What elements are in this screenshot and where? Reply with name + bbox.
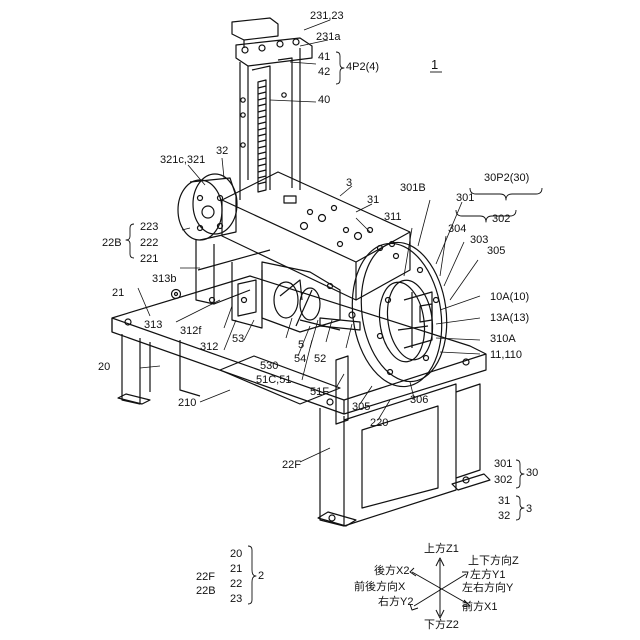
- legend-20: 20: [230, 549, 242, 560]
- label-41: 41: [318, 52, 330, 63]
- label-21: 21: [112, 288, 124, 299]
- label-31: 31: [367, 195, 379, 206]
- label-305-bottom: 305: [352, 402, 370, 413]
- label-40: 40: [318, 95, 330, 106]
- label-32: 32: [216, 146, 228, 157]
- axis-left-label: 左方Y1: [470, 570, 505, 581]
- label-304: 304: [448, 224, 466, 235]
- label-313: 313: [144, 320, 162, 331]
- label-311: 311: [384, 212, 402, 223]
- legend-2: 2: [258, 571, 264, 582]
- legend-22: 22: [230, 579, 242, 590]
- label-220: 220: [370, 418, 388, 429]
- tower-assembly: [232, 18, 312, 200]
- legend-21: 21: [230, 564, 242, 575]
- label-301: 301: [456, 193, 474, 204]
- axis-right-label: 右方Y2: [378, 597, 413, 608]
- label-310A: 310A: [490, 334, 516, 345]
- axis-back-label: 後方X2: [374, 566, 409, 577]
- legend-30: 30: [526, 468, 538, 479]
- label-30P2: 30P2(30): [484, 173, 529, 184]
- label-231a: 231a: [316, 32, 340, 43]
- legend-31: 31: [498, 496, 510, 507]
- legend-301: 301: [494, 459, 512, 470]
- label-42: 42: [318, 67, 330, 78]
- axis-down-label: 下方Z2: [424, 620, 459, 631]
- label-20: 20: [98, 362, 110, 373]
- label-54: 54: [294, 354, 306, 365]
- legend-22F: 22F: [196, 572, 215, 583]
- axis-up-label: 上方Z1: [424, 544, 459, 555]
- label-52: 52: [314, 354, 326, 365]
- legend-3: 3: [526, 504, 532, 515]
- label-301B: 301B: [400, 183, 426, 194]
- axis-updown-label: 上下方向Z: [468, 556, 519, 567]
- label-223: 223: [140, 222, 158, 233]
- label-231-23: 231,23: [310, 11, 344, 22]
- label-13A: 13A(13): [490, 313, 529, 324]
- gripper-assembly-5: [262, 262, 360, 332]
- label-51F: 51F: [310, 387, 329, 398]
- axis-front-label: 前方X1: [462, 602, 497, 613]
- rack-40: [258, 80, 266, 192]
- label-302: 302: [492, 214, 510, 225]
- label-312: 312: [200, 342, 218, 353]
- label-11-110: 11,110: [490, 350, 522, 361]
- label-305-top: 305: [487, 246, 505, 257]
- label-221: 221: [140, 254, 158, 265]
- legend-22B: 22B: [196, 586, 216, 597]
- label-312f: 312f: [180, 326, 201, 337]
- label-303: 303: [470, 235, 488, 246]
- label-53: 53: [232, 334, 244, 345]
- label-210: 210: [178, 398, 196, 409]
- label-313b: 313b: [152, 274, 176, 285]
- label-321c-321: 321c,321: [160, 155, 205, 166]
- side-bracket-313: [196, 240, 270, 328]
- label-10A: 10A(10): [490, 292, 529, 303]
- label-51C-51: 51C,51: [256, 375, 291, 386]
- label-530: 530: [260, 361, 278, 372]
- label-306: 306: [410, 395, 428, 406]
- figure-number: 1: [431, 58, 438, 71]
- motor-32: [178, 174, 237, 240]
- label-22F: 22F: [282, 460, 301, 471]
- label-22B-side: 22B: [102, 238, 122, 249]
- legend-23: 23: [230, 594, 242, 605]
- label-5: 5: [298, 340, 304, 351]
- label-222: 222: [140, 238, 158, 249]
- axis-leftright-label: 左右方向Y: [462, 583, 513, 594]
- label-3: 3: [346, 178, 352, 189]
- leader-lines: [138, 20, 480, 462]
- direction-compass: [410, 558, 470, 618]
- label-4P2: 4P2(4): [346, 62, 379, 73]
- legend-302: 302: [494, 475, 512, 486]
- legend-32: 32: [498, 511, 510, 522]
- axis-frontback-label: 前後方向X: [354, 582, 405, 593]
